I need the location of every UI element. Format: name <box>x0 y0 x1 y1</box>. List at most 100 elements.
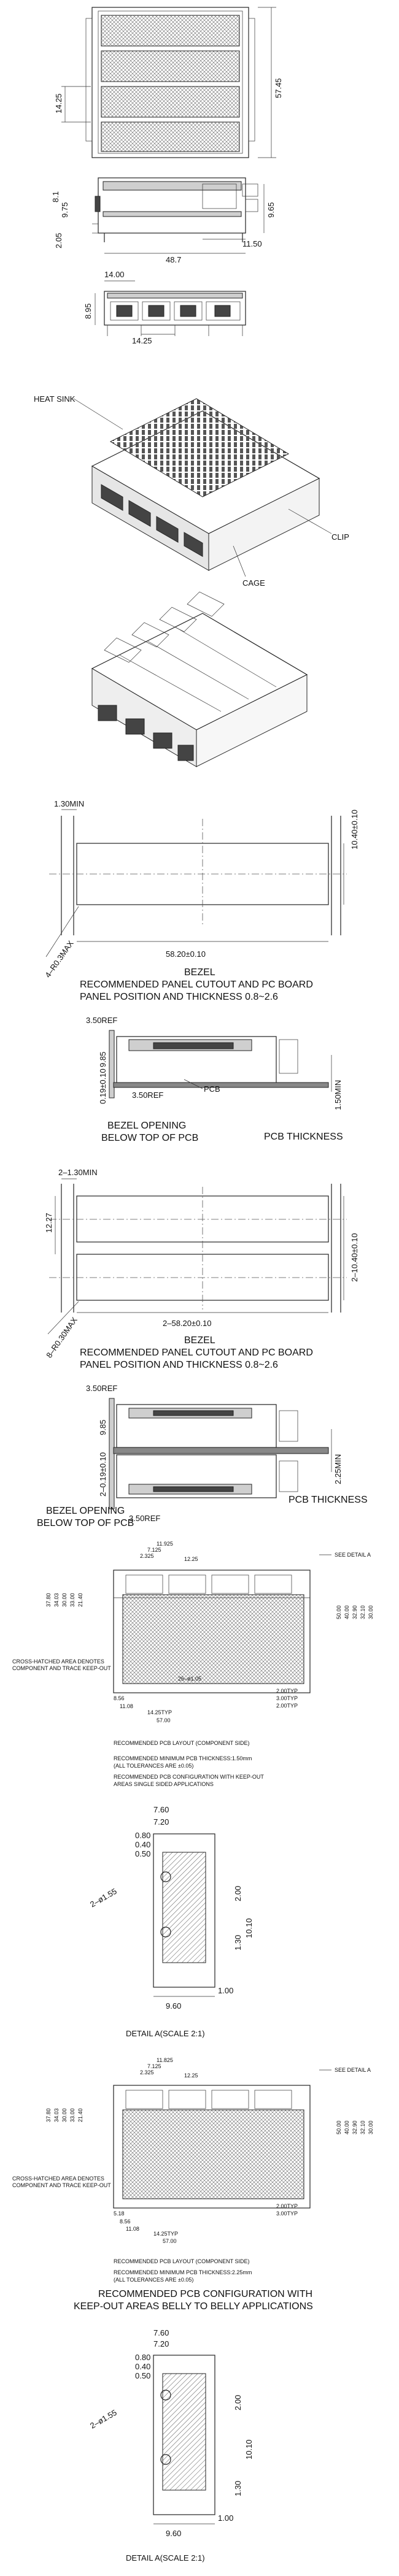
detail1-d4: 0.40 <box>135 1840 150 1849</box>
pcb2-bottom-1: 5.18 <box>114 2210 125 2217</box>
side1-dim-min: 1.50MIN <box>333 1080 343 1110</box>
pcb1-right-4: 32.10 <box>360 1605 366 1619</box>
pcb1-title-2: AREAS SINGLE SIDED APPLICATIONS <box>114 1781 214 1787</box>
cutout1-line1: RECOMMENDED PANEL CUTOUT AND PC BOARD <box>80 979 313 990</box>
pcb1-see-detail: SEE DETAIL A <box>335 1552 371 1558</box>
cutout1-line2: PANEL POSITION AND THICKNESS 0.8~2.6 <box>80 992 278 1002</box>
top-view-port-3 <box>101 86 240 118</box>
side1-dim-h: 9.85 <box>98 1052 107 1067</box>
pcb2-right-1: 50.00 <box>336 2120 342 2134</box>
side1-pcb-label: PCB <box>204 1084 220 1094</box>
panel-cutout-2: 2–1.30MIN 12.27 2–10.40±0.10 8–R0.30MAX … <box>44 1168 359 1370</box>
pcb1-left-3: 30.00 <box>61 1593 68 1607</box>
side2-dim-h: 9.85 <box>98 1420 107 1435</box>
side1-ref-top: 3.50REF <box>86 1016 117 1025</box>
pcb2-left-5: 21.40 <box>77 2108 83 2122</box>
pcb2-bottom-2: 8.56 <box>120 2218 131 2225</box>
cutout1-dim-min: 1.30MIN <box>54 799 84 808</box>
pcb1-thk: RECOMMENDED MINIMUM PCB THICKNESS:1.50mm <box>114 1755 252 1761</box>
dim-left-top: 8.1 <box>51 191 60 202</box>
detail2-d3: 0.80 <box>135 2353 150 2362</box>
pcb1-top-1: 11.925 <box>157 1541 173 1547</box>
detail2-d7: 10.10 <box>244 2439 254 2459</box>
dim-width: 48.7 <box>166 255 181 264</box>
detail2-d8: 1.30 <box>233 2481 242 2496</box>
side1-pcb-thick: PCB THICKNESS <box>264 1132 343 1142</box>
detail2-d9: 2–ø1.55 <box>88 2408 118 2431</box>
front-port-1 <box>110 301 139 321</box>
dim-tab: 11.50 <box>242 239 262 248</box>
side2-bezel-sub: BELOW TOP OF PCB <box>37 1518 134 1528</box>
front-port-4 <box>206 301 241 321</box>
top-view-port-1 <box>101 15 240 47</box>
detail1-d8: 10.10 <box>244 1918 254 1938</box>
pcb2-caption: RECOMMENDED PCB LAYOUT (COMPONENT SIDE) <box>114 2258 250 2264</box>
detail1-d6: 2.00 <box>233 1886 242 1901</box>
pcb1-right-3: 32.90 <box>352 1605 358 1619</box>
pcb2-top-4: 12.25 <box>184 2072 198 2079</box>
side2-dim-min: 2.25MIN <box>333 1454 343 1484</box>
pcb2-left-2: 34.03 <box>53 2108 60 2122</box>
pcb2-see-detail: SEE DETAIL A <box>335 2067 371 2073</box>
pcb2-title-2: KEEP-OUT AREAS BELLY TO BELLY APPLICATIO… <box>74 2301 313 2312</box>
pcb1-top-2: 7.125 <box>147 1547 161 1553</box>
detail2-d5: 0.50 <box>135 2371 150 2380</box>
cutout2-line1: RECOMMENDED PANEL CUTOUT AND PC BOARD <box>80 1347 313 1358</box>
detail1-d5: 0.50 <box>135 1849 150 1858</box>
dim-top: 14.00 <box>104 270 125 279</box>
pcb1-left-2: 34.03 <box>53 1593 60 1607</box>
pcb1-tol: (ALL TOLERANCES ARE ±0.05) <box>114 1763 193 1769</box>
side1-bezel-label: BEZEL OPENING <box>107 1121 186 1131</box>
detail2-d11: 1.00 <box>218 2513 233 2523</box>
pcb1-top-3: 2.325 <box>140 1553 154 1559</box>
cutout2-line2: PANEL POSITION AND THICKNESS 0.8~2.6 <box>80 1360 278 1370</box>
pcb1-left-5: 21.40 <box>77 1593 83 1607</box>
front-port-3 <box>174 301 203 321</box>
front-port-2 <box>142 301 171 321</box>
pcb1-bottom-5: 2.00TYP <box>276 1688 298 1694</box>
dim-left-mid: 9.75 <box>60 202 69 218</box>
pcb1-bottom-2: 11.08 <box>120 1703 133 1709</box>
cage-label: CAGE <box>242 578 265 588</box>
pcb2-top-1: 11.825 <box>157 2057 173 2063</box>
pcb2-bottom-3: 11.08 <box>126 2226 139 2232</box>
pcb2-top-2: 7.125 <box>147 2063 161 2069</box>
cutout1-title: BEZEL <box>184 967 215 978</box>
pcb2-title-1: RECOMMENDED PCB CONFIGURATION WITH <box>98 2289 312 2299</box>
side2-dim-low: 2–0.19±0.10 <box>98 1452 107 1497</box>
cutout1-dim-radius: 4–R0.3MAX <box>43 938 76 979</box>
pcb1-hole-note: 26–ø1.05 <box>178 1676 201 1682</box>
pcb1-bottom-3: 14.25TYP <box>147 1709 172 1715</box>
dim-pitch: 14.25 <box>132 336 152 345</box>
cutout1-dim-width: 58.20±0.10 <box>166 949 206 959</box>
iso-cage-view <box>91 591 308 767</box>
detail-a-1: 7.60 7.20 0.80 0.40 0.50 2.00 1.30 10.10… <box>88 1805 254 2038</box>
detail1-d1: 7.60 <box>153 1805 169 1814</box>
pcb2-bottom-5: 57.00 <box>163 2238 177 2244</box>
pcb1-bottom-4: 57.00 <box>157 1717 171 1723</box>
dim-height-label: 57.45 <box>274 78 283 98</box>
pcb2-left-3: 30.00 <box>61 2108 68 2122</box>
side2-pcb-thick: PCB THICKNESS <box>289 1495 368 1505</box>
top-view-port-4 <box>101 121 240 152</box>
detail2-d4: 0.40 <box>135 2362 150 2371</box>
pcb2-tol: (ALL TOLERANCES ARE ±0.05) <box>114 2277 193 2283</box>
detail2-caption: DETAIL A(SCALE 2:1) <box>126 2553 205 2563</box>
pcb1-caption: RECOMMENDED PCB LAYOUT (COMPONENT SIDE) <box>114 1740 250 1746</box>
pcb2-left-4: 33.00 <box>69 2108 76 2122</box>
top-view-port-2 <box>101 50 240 82</box>
cutout2-dim-left: 12.27 <box>44 1213 53 1233</box>
cutout2-dim-height: 2–10.40±0.10 <box>350 1233 359 1282</box>
pcb1-left-1: 37.80 <box>45 1593 52 1607</box>
detail1-d7: 1.30 <box>233 1935 242 1950</box>
pcb2-top-3: 2.325 <box>140 2069 154 2076</box>
cutout2-dim-radius: 8–R0.30MAX <box>44 1316 79 1360</box>
pcb2-right-3: 32.90 <box>352 2120 358 2134</box>
detail1-d2: 7.20 <box>153 1817 169 1827</box>
cutout1-dim-height: 10.40±0.10 <box>350 810 359 849</box>
dim-right: 9.65 <box>266 202 276 218</box>
detail1-caption: DETAIL A(SCALE 2:1) <box>126 2029 205 2038</box>
